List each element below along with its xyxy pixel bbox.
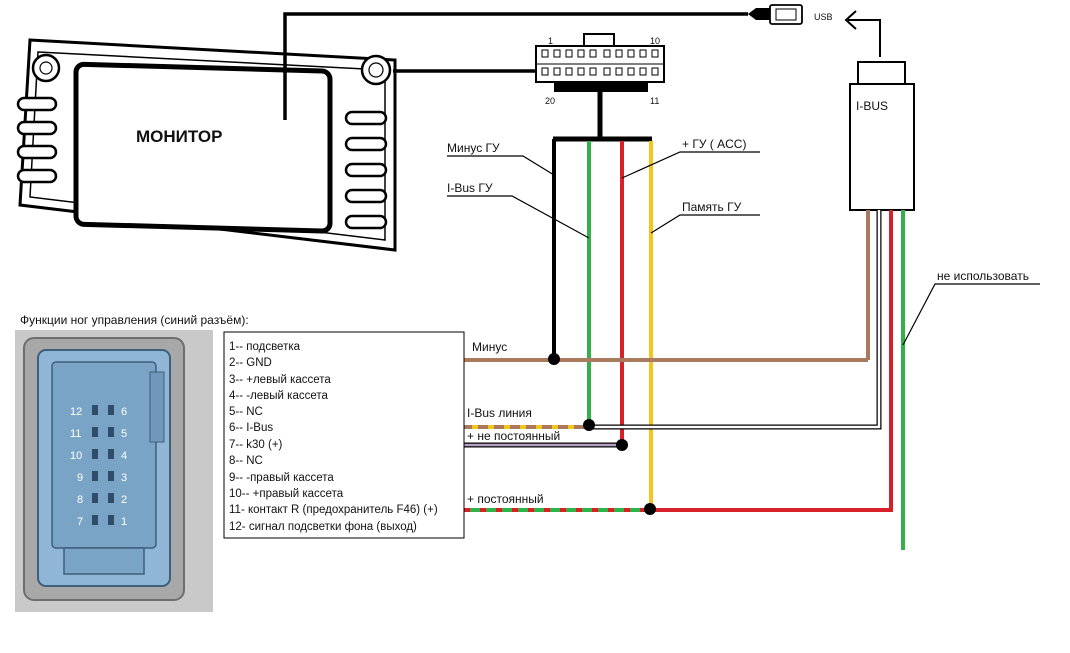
usb-arrow-icon: [844, 10, 881, 57]
pin-function-item: 7-- k30 (+): [229, 439, 283, 451]
pin-num-right-0: 6: [121, 406, 127, 418]
label-plus-postoyanny: + постоянный: [467, 492, 544, 506]
pin-function-item: 5-- NC: [229, 406, 263, 418]
label-minus: Минус: [472, 340, 507, 354]
pin-function-item: 8-- NC: [229, 455, 263, 467]
pin-function-item: 3-- +левый кассета: [229, 374, 331, 386]
wire-module-red: [651, 210, 893, 512]
ibus-module: I-BUS: [849, 61, 915, 211]
pin-num-right-5: 1: [121, 516, 127, 528]
pin-function-item: 10-- +правый кассета: [229, 488, 344, 500]
usb-plug: USB: [748, 4, 833, 25]
pin-num-left-0: 12: [70, 406, 82, 418]
label-pamyat-gu: Память ГУ: [682, 200, 742, 214]
ibus-module-label: I-BUS: [856, 99, 888, 113]
blue-connector: 12 11 10 9 8 7 6 5 4 3 2 1: [15, 330, 213, 612]
monitor-label: МОНИТОР: [136, 127, 222, 146]
pin-num-right-1: 5: [121, 428, 127, 440]
pin-function-item: 4-- -левый кассета: [229, 390, 329, 402]
pin-label-1: 1: [548, 36, 553, 46]
pin-function-item: 12- сигнал подсветки фона (выход): [229, 521, 417, 533]
module-wires: [590, 210, 905, 550]
label-plus-ne-postoyanny: + не постоянный: [467, 429, 560, 443]
control-panel-title: Функции ног управления (синий разъём):: [20, 313, 249, 327]
wire-labels: Минус ГУ I-Bus ГУ + ГУ ( ACC) Память ГУ …: [447, 137, 1029, 506]
pin-num-left-1: 11: [70, 428, 81, 440]
label-ibus-gu: I-Bus ГУ: [447, 181, 493, 195]
label-plus-gu-acc: + ГУ ( ACC): [682, 137, 746, 151]
pin-function-list: 1-- подсветка 2-- GND 3-- +левый кассета…: [223, 331, 465, 539]
pin-num-right-2: 4: [121, 450, 127, 462]
pin-function-item: 9-- -правый кассета: [229, 472, 334, 484]
junction-dots: [548, 353, 656, 515]
connector-20pin: 1 10 20 11: [535, 33, 665, 106]
pin-function-item: 1-- подсветка: [229, 341, 301, 353]
label-ne-ispolzovat: не использовать: [937, 269, 1029, 283]
pin-num-right-3: 3: [121, 472, 127, 484]
pin-label-11: 11: [650, 96, 659, 106]
pin-num-right-4: 2: [121, 494, 127, 506]
callout-lines: [447, 151, 1040, 346]
pin-num-left-4: 8: [77, 494, 83, 506]
pin-function-item: 11- контакт R (предохранитель F46) (+): [229, 504, 438, 516]
label-ibus-liniya: I-Bus линия: [467, 406, 532, 420]
pin-num-left-5: 7: [77, 516, 83, 528]
monitor-screen: [73, 61, 333, 234]
pin-label-10: 10: [650, 36, 660, 46]
wire-module-white: [590, 210, 882, 430]
pin-num-left-2: 10: [70, 450, 82, 462]
top-wires: [283, 12, 748, 120]
pin-label-20: 20: [545, 96, 555, 106]
label-minus-gu: Минус ГУ: [447, 141, 500, 155]
harness: [552, 92, 653, 510]
pin-function-item: 6-- I-Bus: [229, 422, 273, 434]
usb-label: USB: [814, 12, 833, 22]
head-unit: МОНИТОР: [16, 38, 397, 252]
pin-num-left-3: 9: [77, 472, 83, 484]
pin-function-item: 2-- GND: [229, 357, 272, 369]
